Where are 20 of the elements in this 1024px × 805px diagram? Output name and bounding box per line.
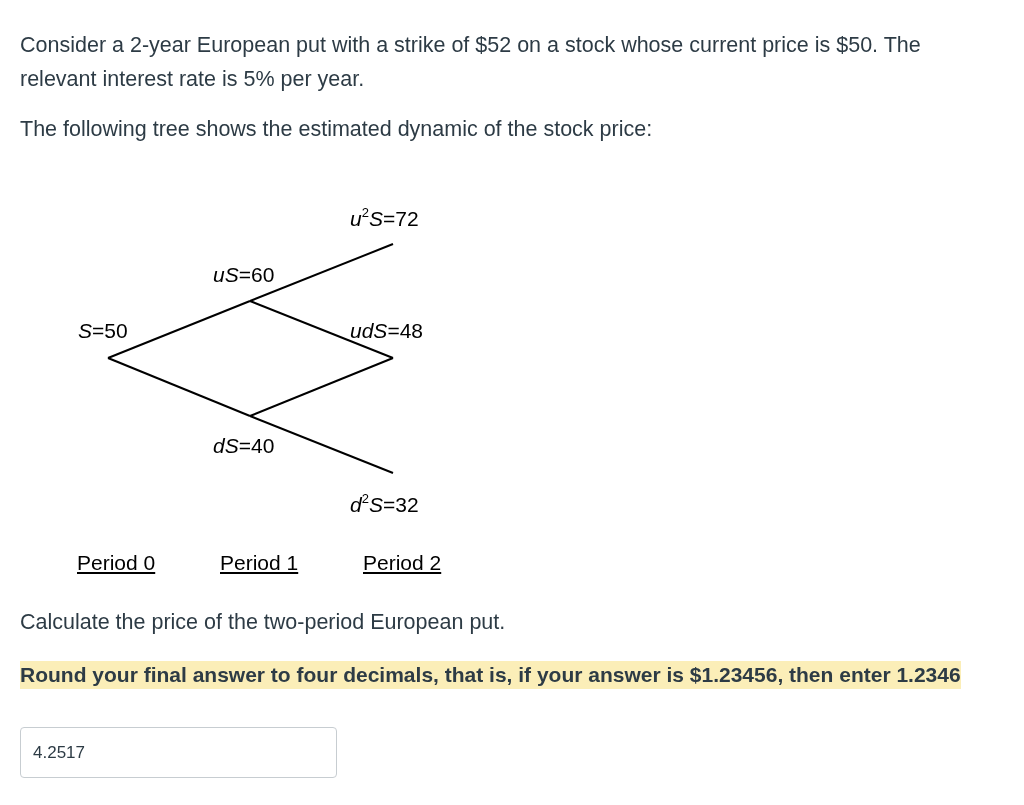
tree-branch [249, 243, 394, 302]
question-text: Calculate the price of the two-period European put. [20, 609, 507, 636]
period-label: Period 1 [220, 552, 299, 573]
stock-price-label: u$^{2}$S=72 [350, 208, 419, 229]
period-label: Period 0 [77, 552, 156, 573]
period-label: Period 2 [363, 552, 442, 573]
stock-price-label: dS=40 [213, 435, 275, 456]
tree-branch [107, 357, 251, 417]
stock-price-label: uS=60 [213, 264, 275, 285]
stock-price-label: S=50 [78, 320, 128, 341]
highlighted-instruction: Round your final answer to four decimals, that is, if your answer is $1.23456, then enter 1.2346 [20, 661, 961, 689]
stock-price-label: d$^{2}$S=32 [350, 494, 419, 515]
tree-branch [249, 357, 394, 417]
tree-branch [249, 300, 394, 359]
tree-branch [107, 300, 251, 359]
question-text: Consider a 2-year European put with a strike of $52 on a stock whose current price is $50. The relevant interest rate is 5% per year. [20, 32, 922, 93]
answer-field: 4.2517 [20, 727, 337, 778]
tree-branch [249, 415, 394, 474]
question-text: The following tree shows the estimated dynamic of the stock price: [20, 116, 654, 143]
stock-price-label: udS=48 [350, 320, 423, 341]
